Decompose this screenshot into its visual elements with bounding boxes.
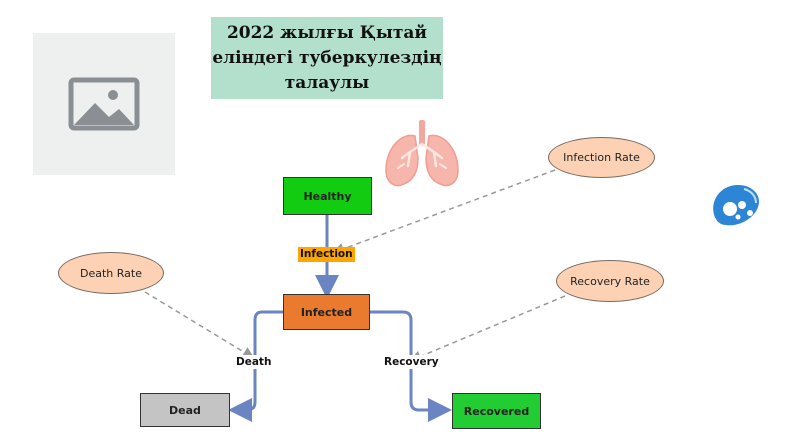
healthy-label: Healthy (303, 189, 352, 203)
recovered-label: Recovered (463, 404, 530, 418)
page-title: 2022 жылғы Қытай еліндегі туберкулездің … (212, 22, 442, 93)
dead-node: Dead (140, 393, 230, 427)
infected-node: Infected (283, 294, 370, 330)
recovery-rate-link (409, 295, 566, 363)
infection-rate-ellipse: Infection Rate (548, 137, 655, 178)
recovered-node: Recovered (452, 393, 541, 429)
healthy-node: Healthy (283, 177, 372, 215)
death-rate-ellipse: Death Rate (58, 252, 164, 294)
title-box: 2022 жылғы Қытай еліндегі туберкулездің … (211, 17, 443, 99)
dead-label: Dead (169, 403, 201, 417)
recovery-rate-ellipse: Recovery Rate (556, 260, 664, 302)
death-rate-label: Death Rate (80, 266, 142, 280)
bacteria-icon (708, 181, 764, 229)
death-rate-link (144, 291, 255, 359)
image-placeholder (33, 33, 175, 175)
infection-flow-label: Infection (298, 247, 355, 262)
death-flow-label: Death (236, 355, 272, 369)
infection-rate-link (332, 169, 556, 255)
recovery-flow-label: Recovery (384, 355, 439, 369)
image-placeholder-icon (68, 77, 140, 131)
infected-label: Infected (300, 305, 353, 319)
lungs-icon (382, 118, 462, 192)
recovery-rate-label: Recovery Rate (570, 274, 650, 288)
infection-rate-label: Infection Rate (563, 151, 640, 164)
